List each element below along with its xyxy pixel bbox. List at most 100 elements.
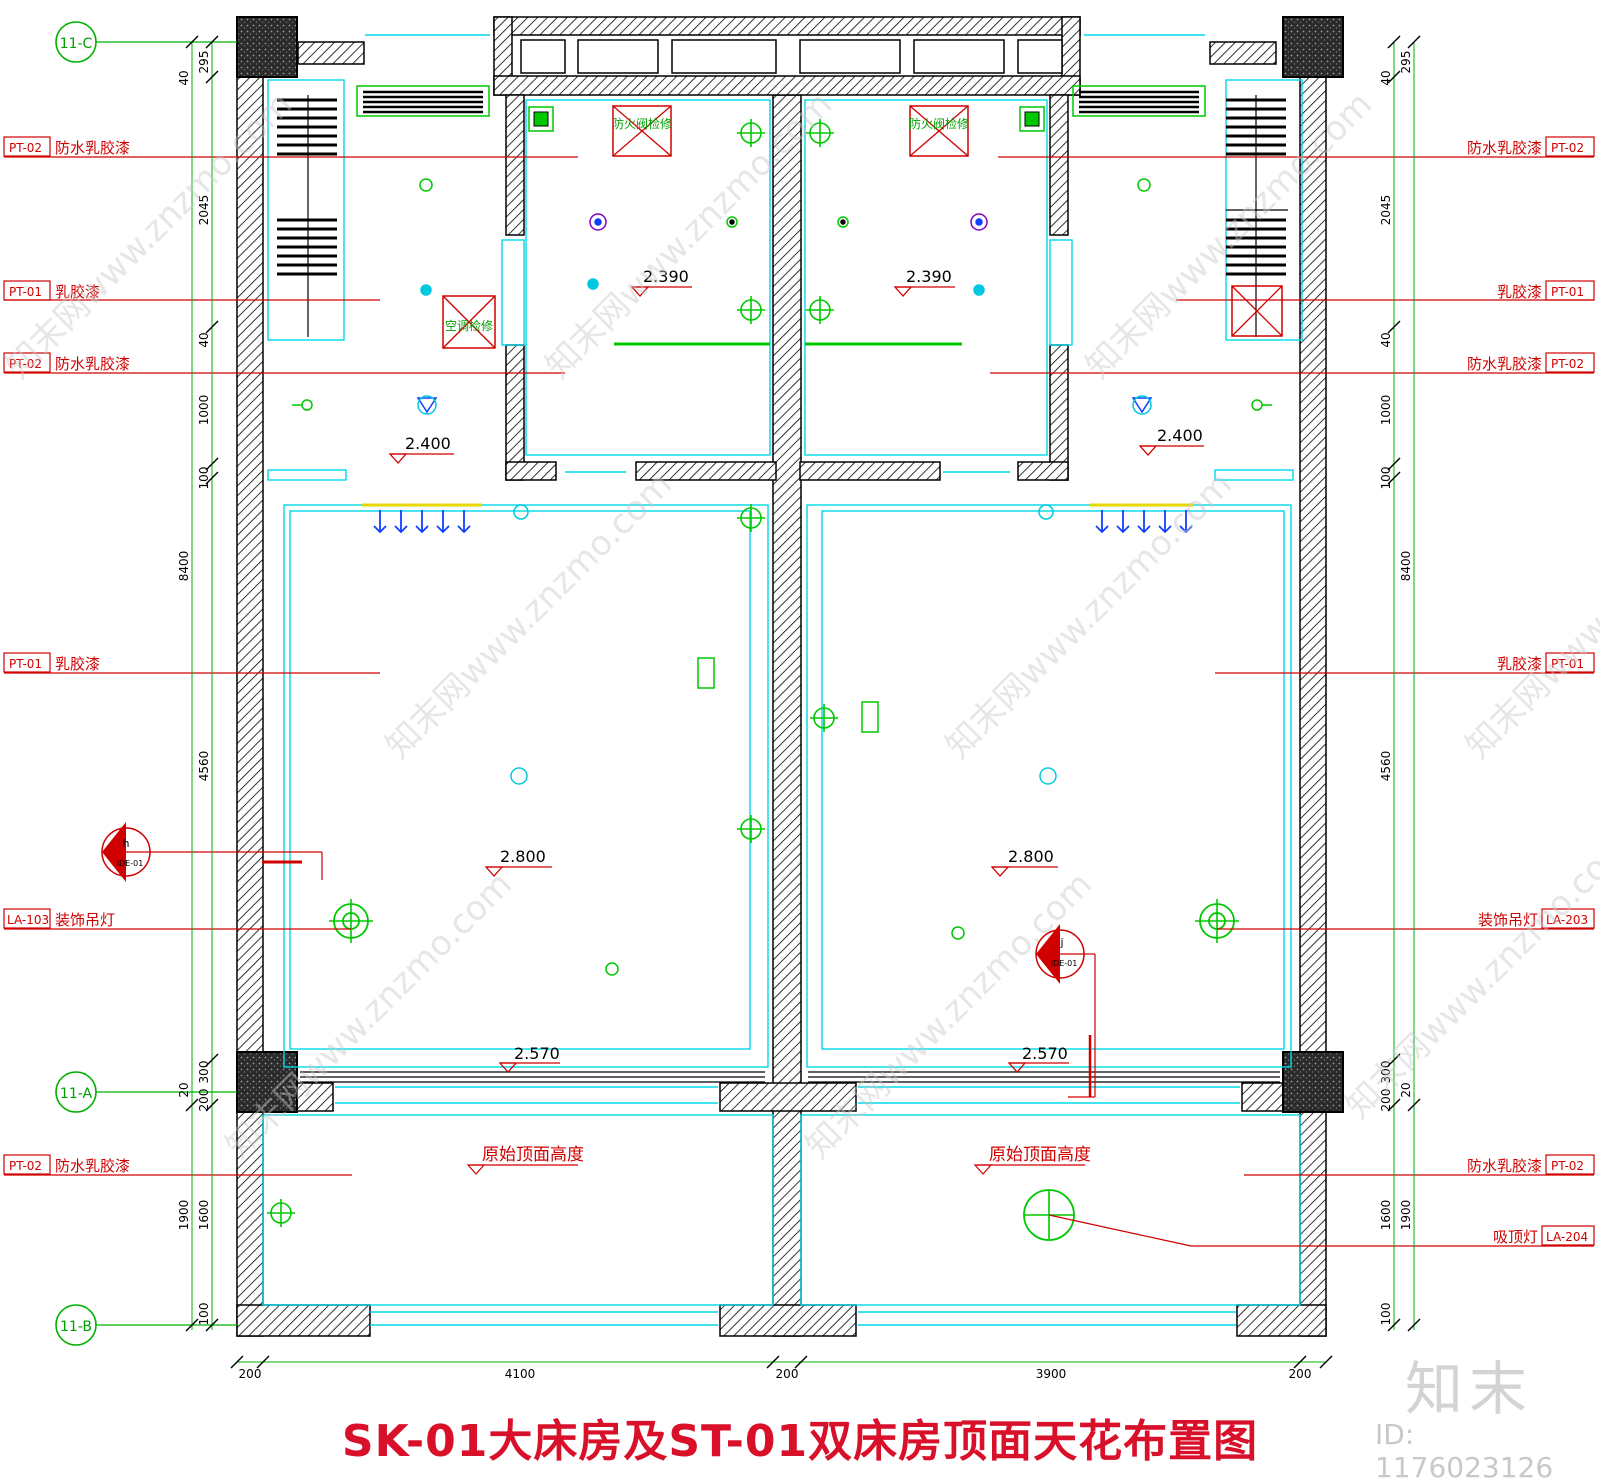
svg-text:乳胶漆: 乳胶漆 <box>55 283 100 301</box>
svg-text:IDE-01: IDE-01 <box>117 859 144 868</box>
svg-text:防水乳胶漆: 防水乳胶漆 <box>1467 139 1542 157</box>
walls <box>236 16 1327 1337</box>
svg-text:知末网www.znzmo.com: 知末网www.znzmo.com <box>1078 84 1380 386</box>
svg-text:PT-02: PT-02 <box>9 357 42 371</box>
svg-text:300: 300 <box>197 1061 211 1084</box>
svg-text:1900: 1900 <box>177 1200 191 1231</box>
tag-right-1: PT-01 乳胶漆 <box>1176 280 1595 301</box>
fire-damper-label-right: 防火阀检修 <box>909 116 969 131</box>
svg-text:4560: 4560 <box>197 751 211 782</box>
svg-text:2.800: 2.800 <box>1008 847 1054 866</box>
svg-text:11-A: 11-A <box>60 1086 93 1102</box>
axis-middle: 11-A <box>55 1071 237 1113</box>
svg-text:LA-103: LA-103 <box>7 913 49 927</box>
svg-text:40: 40 <box>177 70 191 85</box>
dimension-text-bottom: 200 4100 200 3900 200 <box>239 1367 1312 1381</box>
dimension-text-right: 295 40 2045 40 1000 100 8400 4560 300 20… <box>1379 51 1413 1326</box>
svg-text:200: 200 <box>776 1367 799 1381</box>
axis-top: 11-C <box>55 21 237 63</box>
tag-right-4: LA-203 装饰吊灯 <box>1217 908 1595 930</box>
svg-text:8400: 8400 <box>177 551 191 582</box>
svg-text:防水乳胶漆: 防水乳胶漆 <box>1467 1157 1542 1175</box>
svg-text:乳胶漆: 乳胶漆 <box>55 655 100 673</box>
elevation-window-left: 2.570 <box>499 1044 560 1073</box>
svg-text:IDE-01: IDE-01 <box>1051 959 1078 968</box>
access-panel-fire-right: 防火阀检修 <box>909 105 969 157</box>
tag-left-0: PT-02 防水乳胶漆 <box>3 136 578 158</box>
svg-text:200: 200 <box>197 1089 211 1112</box>
wardrobe-vents <box>275 95 1288 337</box>
svg-text:4560: 4560 <box>1379 751 1393 782</box>
elevation-bath-left: 2.390 <box>631 267 692 297</box>
svg-text:2045: 2045 <box>1379 195 1393 226</box>
parapet-windows <box>520 39 1063 74</box>
elevation-room-left: 2.800 <box>485 847 552 877</box>
tag-right-3: PT-01 乳胶漆 <box>1215 652 1595 674</box>
ac-access-label: 空调检修 <box>445 318 493 333</box>
access-panel-fire-left: 防火阀检修 <box>612 105 672 157</box>
svg-text:2.390: 2.390 <box>906 267 952 286</box>
access-panel-ac-left: 空调检修 <box>442 295 496 349</box>
pendant-light-right <box>1194 898 1240 944</box>
svg-text:吸顶灯: 吸顶灯 <box>1493 1228 1538 1246</box>
svg-text:知末网www.znzmo.com: 知末网www.znzmo.com <box>798 864 1100 1166</box>
svg-text:100: 100 <box>197 467 211 490</box>
tag-left-3: PT-01 乳胶漆 <box>3 652 380 674</box>
axis-markers: 11-C 11-A 11-B <box>55 21 237 1346</box>
elevation-bath-right: 2.390 <box>894 267 955 297</box>
brand-logo: 知末 <box>1405 1355 1534 1423</box>
exhaust-fan-right <box>1019 106 1045 132</box>
svg-text:40: 40 <box>197 332 211 347</box>
tag-right-6: LA-204 吸顶灯 <box>1048 1214 1595 1247</box>
tag-left-2: PT-02 防水乳胶漆 <box>3 352 565 374</box>
access-panel-ac-right <box>1231 285 1283 337</box>
pendant-light-left <box>328 898 374 944</box>
tag-right-2: PT-02 防水乳胶漆 <box>990 352 1595 374</box>
elevation-room-right: 2.800 <box>991 847 1058 877</box>
svg-text:2.800: 2.800 <box>500 847 546 866</box>
svg-text:乳胶漆: 乳胶漆 <box>1497 283 1542 301</box>
svg-text:知末网www.znzmo.com: 知末网www.znzmo.com <box>1458 464 1600 766</box>
svg-text:PT-02: PT-02 <box>1551 1159 1584 1173</box>
tag-left-4: LA-103 装饰吊灯 <box>3 908 351 930</box>
elevation-marks: 2.390 2.390 2.400 2.400 2.800 2.800 2.57… <box>389 267 1204 1073</box>
right-tags: PT-02 防水乳胶漆 PT-01 乳胶漆 PT-02 防水乳胶漆 PT-01 … <box>990 136 1595 1247</box>
svg-text:300: 300 <box>1379 1061 1393 1084</box>
svg-text:LA-203: LA-203 <box>1546 913 1588 927</box>
svg-text:1000: 1000 <box>1379 395 1393 426</box>
fire-damper-label-left: 防火阀检修 <box>612 116 672 131</box>
svg-text:295: 295 <box>1399 51 1413 74</box>
svg-text:防水乳胶漆: 防水乳胶漆 <box>55 355 130 373</box>
svg-text:20: 20 <box>177 1082 191 1097</box>
svg-text:装饰吊灯: 装饰吊灯 <box>1478 911 1538 929</box>
svg-text:PT-02: PT-02 <box>1551 141 1584 155</box>
tag-left-5: PT-02 防水乳胶漆 <box>3 1154 352 1176</box>
tag-right-0: PT-02 防水乳胶漆 <box>998 136 1595 158</box>
columns <box>236 16 1344 1113</box>
svg-text:知末网www.znzmo.com: 知末网www.znzmo.com <box>1338 824 1600 1126</box>
svg-text:PT-01: PT-01 <box>1551 657 1584 671</box>
svg-text:200: 200 <box>1289 1367 1312 1381</box>
dimension-text-left: 40 295 2045 40 1000 100 8400 4560 20 300… <box>177 51 211 1326</box>
svg-text:20: 20 <box>1399 1082 1413 1097</box>
svg-text:PT-02: PT-02 <box>9 1159 42 1173</box>
svg-text:知末网www.znzmo.com: 知末网www.znzmo.com <box>938 464 1240 766</box>
svg-text:100: 100 <box>197 1303 211 1326</box>
svg-text:11-B: 11-B <box>60 1319 92 1335</box>
svg-text:100: 100 <box>1379 1303 1393 1326</box>
svg-text:防水乳胶漆: 防水乳胶漆 <box>55 1157 130 1175</box>
svg-text:11-C: 11-C <box>60 36 93 52</box>
axis-bottom: 11-B <box>55 1304 237 1346</box>
svg-text:1000: 1000 <box>197 395 211 426</box>
elevation-corridor-right: 2.400 <box>1139 426 1204 456</box>
tag-left-1: PT-01 乳胶漆 <box>3 280 380 301</box>
section-mark-h: h IDE-01 <box>101 822 323 882</box>
section-mark-j: j IDE-01 <box>1035 924 1096 1098</box>
svg-text:200: 200 <box>239 1367 262 1381</box>
svg-text:PT-02: PT-02 <box>9 141 42 155</box>
elevation-window-right: 2.570 <box>1008 1044 1069 1073</box>
svg-text:乳胶漆: 乳胶漆 <box>1497 655 1542 673</box>
svg-text:2.390: 2.390 <box>643 267 689 286</box>
svg-text:8400: 8400 <box>1399 551 1413 582</box>
